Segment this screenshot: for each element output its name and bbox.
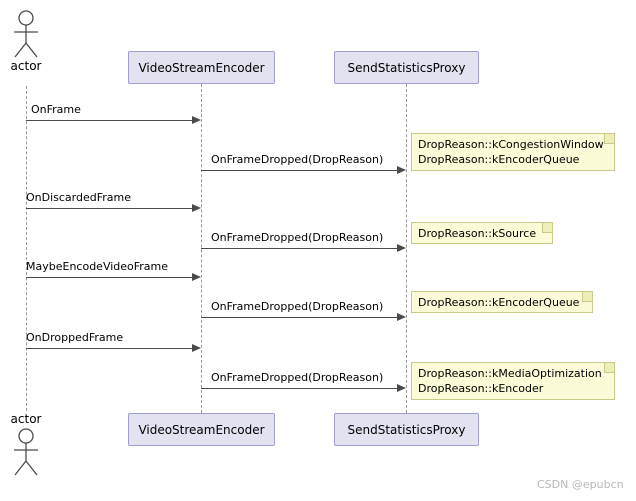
message-line-ondiscardedframe xyxy=(26,208,192,209)
message-arrowhead-onframe xyxy=(192,116,201,124)
note-dropreason-2: DropReason::kSource xyxy=(411,222,553,244)
note-dropreason-3: DropReason::kEncoderQueue xyxy=(411,291,593,313)
message-arrowhead-onframedropped-1 xyxy=(397,166,406,174)
message-arrowhead-onframedropped-4 xyxy=(397,384,406,392)
message-label-onframe: OnFrame xyxy=(31,103,81,116)
participant-label: VideoStreamEncoder xyxy=(138,422,265,437)
participant-videostreamencoder-top[interactable]: VideoStreamEncoder xyxy=(128,51,275,84)
participant-label: SendStatisticsProxy xyxy=(347,60,466,75)
message-line-ondroppedframe xyxy=(26,348,192,349)
message-arrowhead-onframedropped-2 xyxy=(397,244,406,252)
message-label-ondiscardedframe: OnDiscardedFrame xyxy=(26,191,132,204)
message-arrowhead-onframedropped-3 xyxy=(397,313,406,321)
actor-figure-icon xyxy=(14,10,38,58)
note-fold-corner-icon xyxy=(542,223,552,233)
note-fold-corner-icon xyxy=(582,292,592,302)
note-dropreason-1: DropReason::kCongestionWindow DropReason… xyxy=(411,133,615,171)
actor-label-top: actor xyxy=(10,59,42,73)
message-arrowhead-ondroppedframe xyxy=(192,344,201,352)
message-label-onframedropped-2: OnFrameDropped(DropReason) xyxy=(211,231,384,244)
message-arrowhead-ondiscardedframe xyxy=(192,204,201,212)
actor-head-bottom[interactable]: actor xyxy=(0,413,56,478)
message-label-onframedropped-4: OnFrameDropped(DropReason) xyxy=(211,371,384,384)
actor-figure-icon xyxy=(14,428,38,476)
message-label-onframedropped-1: OnFrameDropped(DropReason) xyxy=(211,153,384,166)
actor-head-top[interactable]: actor xyxy=(0,10,56,72)
participant-sendstatisticsproxy-bottom[interactable]: SendStatisticsProxy xyxy=(334,413,479,446)
message-line-maybeencodevideoframe xyxy=(26,277,192,278)
note-line: DropReason::kEncoder xyxy=(418,381,544,395)
message-label-ondroppedframe: OnDroppedFrame xyxy=(26,331,124,344)
message-line-onframedropped-4 xyxy=(201,388,397,389)
note-fold-corner-icon xyxy=(604,363,614,373)
note-line: DropReason::kEncoderQueue xyxy=(418,152,580,166)
lifeline-actor xyxy=(26,86,27,411)
participant-label: SendStatisticsProxy xyxy=(347,422,466,437)
note-fold-corner-icon xyxy=(604,134,614,144)
actor-label-bottom: actor xyxy=(10,412,42,426)
participant-videostreamencoder-bottom[interactable]: VideoStreamEncoder xyxy=(128,413,275,446)
participant-sendstatisticsproxy-top[interactable]: SendStatisticsProxy xyxy=(334,51,479,84)
message-line-onframedropped-2 xyxy=(201,248,397,249)
message-line-onframe xyxy=(26,120,192,121)
participant-label: VideoStreamEncoder xyxy=(138,60,265,75)
watermark: CSDN @epubcn xyxy=(537,478,624,491)
note-line: DropReason::kCongestionWindow xyxy=(418,138,604,151)
lifeline-sendstatisticsproxy xyxy=(406,84,407,413)
message-label-onframedropped-3: OnFrameDropped(DropReason) xyxy=(211,300,384,313)
message-line-onframedropped-3 xyxy=(201,317,397,318)
message-line-onframedropped-1 xyxy=(201,170,397,171)
note-line: DropReason::kEncoderQueue xyxy=(418,296,580,309)
message-arrowhead-maybeencodevideoframe xyxy=(192,273,201,281)
message-label-maybeencodevideoframe: MaybeEncodeVideoFrame xyxy=(26,260,169,273)
note-dropreason-4: DropReason::kMediaOptimization DropReaso… xyxy=(411,362,615,400)
note-line: DropReason::kMediaOptimization xyxy=(418,367,602,380)
note-line: DropReason::kSource xyxy=(418,227,537,240)
